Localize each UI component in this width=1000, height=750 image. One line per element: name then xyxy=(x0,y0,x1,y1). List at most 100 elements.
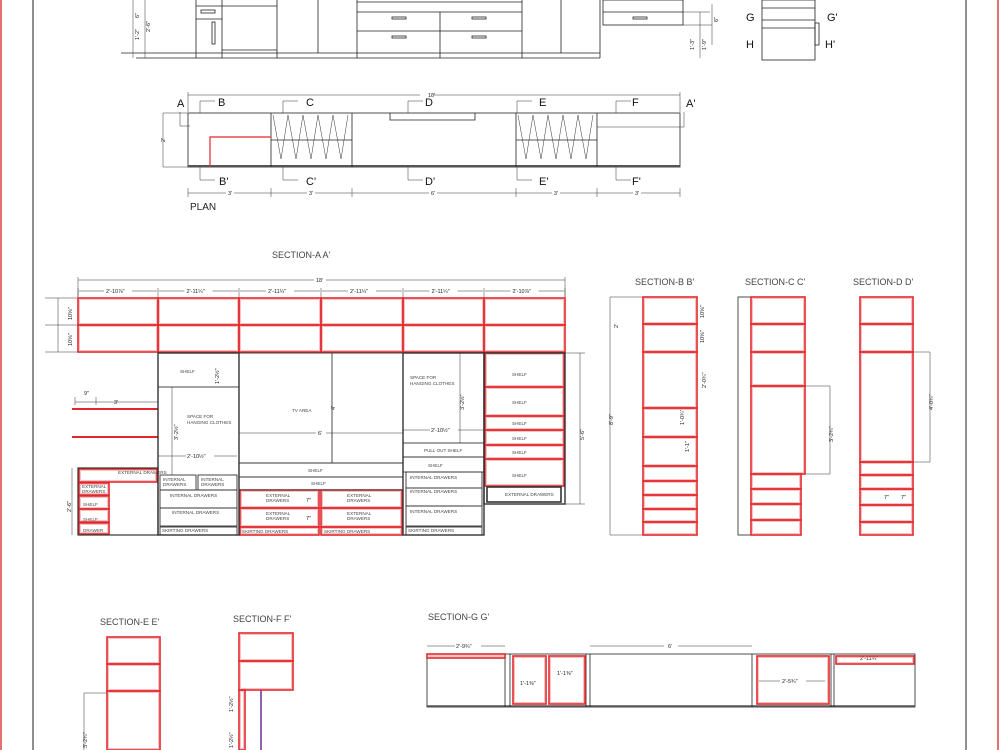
cabinet-panel xyxy=(859,504,914,523)
section-a-total-dim: 18' xyxy=(316,278,323,284)
label: SHELF xyxy=(512,450,527,455)
cabinet-panel xyxy=(548,655,586,705)
cabinet-panel xyxy=(320,324,404,353)
dim-label: 4'-0¾" xyxy=(929,394,935,410)
cabinet-panel xyxy=(859,296,914,325)
cabinet-panel-inner xyxy=(240,326,320,351)
cabinet-panel xyxy=(750,351,806,387)
section-marker-c-prime: C' xyxy=(306,176,316,188)
cabinet-panel xyxy=(750,473,802,490)
dim-label: 3'-2½" xyxy=(173,424,180,440)
section-f-title: SECTION-F F' xyxy=(233,614,291,624)
cabinet-panel-inner xyxy=(485,299,564,324)
cabinet-panel-inner xyxy=(837,657,913,663)
dim-label: 1'-9" xyxy=(702,39,708,50)
label: INTERNAL DRAWERS xyxy=(170,493,217,498)
carcass-box xyxy=(159,526,238,536)
label: INTERNAL DRAWERS xyxy=(172,510,219,515)
dim-label: 2'-11¼" xyxy=(187,289,205,295)
cabinet-panel-inner xyxy=(80,524,108,533)
label: INTERNAL DRAWERS xyxy=(410,475,457,480)
cabinet-panel-inner xyxy=(486,431,563,444)
tv-area-label: TV AREA xyxy=(292,408,312,413)
dim-label: 1'-0¾" xyxy=(680,409,686,425)
dim-label: 3'-2½" xyxy=(459,394,466,410)
cabinet-panel-inner xyxy=(241,528,318,534)
cabinet-panel xyxy=(750,385,806,475)
cabinet-panel-inner xyxy=(80,470,156,481)
plan-width-dim: 3' xyxy=(309,191,313,197)
label: SHELF xyxy=(311,481,326,486)
label: SHELF xyxy=(512,372,527,377)
cabinet-panel-inner xyxy=(108,692,159,749)
cabinet-panel-inner xyxy=(159,326,238,351)
dim-gap xyxy=(104,287,132,294)
section-marker-a: A xyxy=(177,98,185,110)
cabinet-panel-inner xyxy=(644,325,696,351)
cabinet-panel-inner xyxy=(752,475,800,488)
dim-label: 2'-6" xyxy=(67,501,73,512)
section-marker: G' xyxy=(827,12,838,24)
dim-label: 1'-1" xyxy=(685,441,691,452)
cabinet-panel xyxy=(77,324,159,353)
cabinet-panel-inner xyxy=(404,326,483,351)
cabinet-panel-inner xyxy=(322,326,402,351)
plan-total-dim: 18' xyxy=(428,93,435,99)
section-a-title: SECTION-A A' xyxy=(272,250,331,260)
plan-view: 18' 2' xyxy=(161,91,695,213)
cabinet-panel-inner xyxy=(752,298,804,323)
dim-label: 3'-2¾" xyxy=(83,732,89,748)
cabinet-panel xyxy=(642,323,698,353)
cabinet-panel-inner xyxy=(644,298,696,323)
dim-gap xyxy=(510,287,539,294)
section-marker-b: B xyxy=(218,97,225,109)
label: SHELF xyxy=(308,468,323,473)
cabinet-panel xyxy=(78,482,110,496)
section-marker: H' xyxy=(825,39,835,51)
cabinet-panel-inner xyxy=(240,662,292,689)
label: EXTERNAL DRAWERS xyxy=(505,492,554,497)
plan-width-dim: 3' xyxy=(554,191,558,197)
label: SKIRTING DRAWERS xyxy=(242,529,288,534)
cabinet-panel-inner xyxy=(80,497,108,508)
label: SKIRTING DRAWERS xyxy=(162,528,208,533)
cabinet-panel xyxy=(238,324,322,353)
cabinet-panel-inner xyxy=(486,446,563,458)
dim-label: 2'-10⅞" xyxy=(513,289,532,295)
cabinet-panel-inner xyxy=(79,299,157,324)
cabinet-panel-inner xyxy=(80,510,108,521)
cabinet-panel xyxy=(239,526,320,536)
label: SHELF xyxy=(83,517,98,522)
dim-gap xyxy=(429,287,458,294)
cabinet-panel xyxy=(750,488,802,505)
cabinet-panel-inner xyxy=(240,691,244,749)
section-marker-c: C xyxy=(306,97,314,109)
cabinet-panel xyxy=(835,655,915,665)
label: INTERNAL DRAWERS xyxy=(410,509,457,514)
label: SHELF xyxy=(428,463,443,468)
cabinet-panel-inner xyxy=(241,491,318,507)
cabinet-panel-inner xyxy=(861,353,912,461)
section-marker-a-prime: A' xyxy=(686,98,695,110)
cabinet-panel xyxy=(78,468,158,483)
dim-label: 7" xyxy=(306,498,311,504)
section-d: SECTION-D D' 4'-0¾" 7" 7" xyxy=(853,277,935,501)
dim-label: 3'-2¾" xyxy=(829,426,835,442)
cabinet-panel-inner xyxy=(644,467,696,480)
cabinet-panel xyxy=(483,297,566,326)
cabinet-panel-inner xyxy=(486,417,563,429)
dim-gap xyxy=(348,287,376,294)
dim-label: 10⅝" xyxy=(68,333,74,346)
cabinet-panel-inner xyxy=(861,298,912,323)
cabinet-panel xyxy=(402,324,485,353)
dim-label: 6' xyxy=(318,431,322,437)
cabinet-panel-inner xyxy=(108,638,159,663)
cabinet-panel-inner xyxy=(240,299,320,324)
dim-label: 5'-6" xyxy=(580,429,586,440)
dim-label: 3' xyxy=(114,400,118,406)
dim-label: 1'-2½" xyxy=(228,696,235,712)
cabinet-panel xyxy=(750,503,802,521)
cabinet-panel xyxy=(859,474,914,490)
